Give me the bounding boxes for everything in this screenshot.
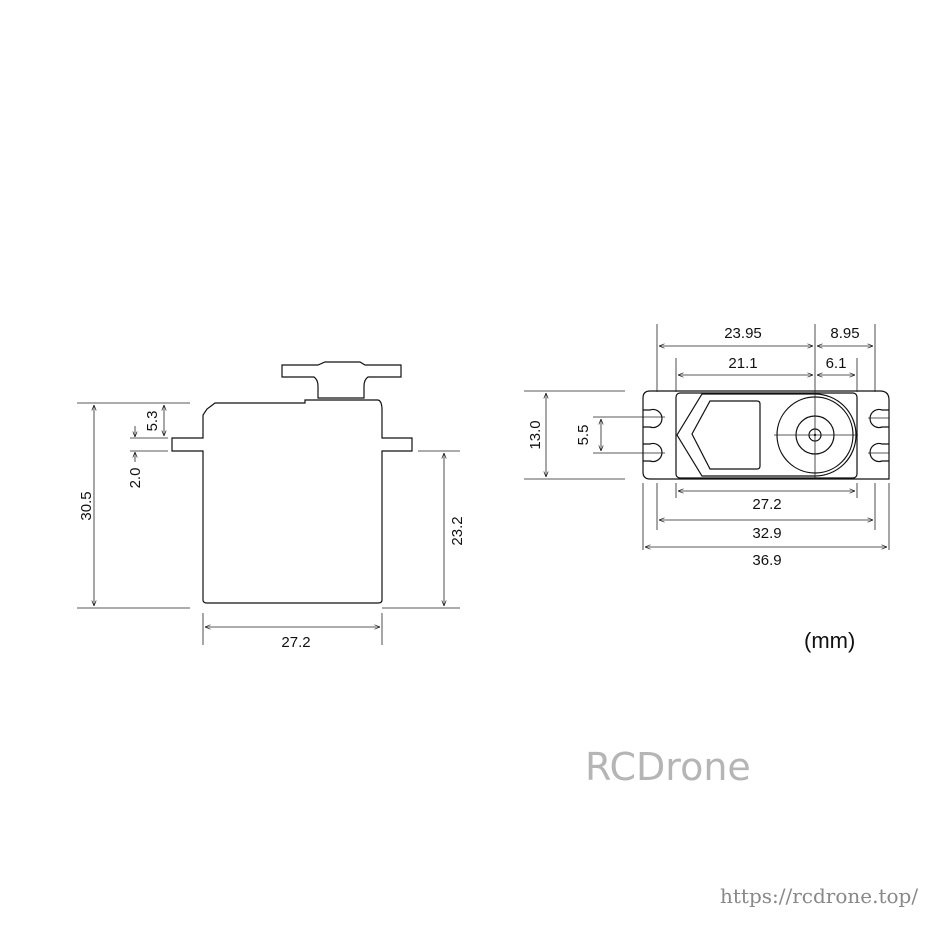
dim-below-flange: 23.2 [449,516,466,545]
top-view: 23.95 8.95 21.1 6.1 27.2 32.9 36.9 13.0 … [524,324,890,569]
watermark: RCDrone [585,745,751,789]
case-outline [675,392,858,479]
unit-label: (mm) [804,628,856,653]
top-plate-outline [676,393,857,477]
servo-body-outline [171,399,413,604]
servo-horn [281,361,402,399]
dim-mount-to-shaft: 23.95 [724,325,762,342]
dim-shaft-to-mount: 8.95 [830,325,859,342]
side-view: 30.5 5.3 2.0 23.2 27.2 [77,361,466,651]
dim-flange-thickness: 2.0 [127,468,144,489]
dim-overall-height: 30.5 [78,491,95,520]
dim-slot-spacing: 5.5 [575,425,592,446]
dim-side-width: 27.2 [281,634,310,651]
dim-mount-hole-spacing: 32.9 [752,525,781,542]
mounting-tab-outline [642,390,890,480]
mounting-slots [643,408,889,463]
source-url: https://rcdrone.top/ [720,884,919,908]
label-recess [691,400,761,470]
dim-shaft-to-body: 6.1 [826,355,847,372]
dim-flange-offset: 5.3 [144,411,161,432]
dim-overall-length: 36.9 [752,552,781,569]
dim-height: 13.0 [527,420,544,449]
dim-body-length: 27.2 [752,496,781,513]
dim-body-to-shaft: 21.1 [728,355,757,372]
